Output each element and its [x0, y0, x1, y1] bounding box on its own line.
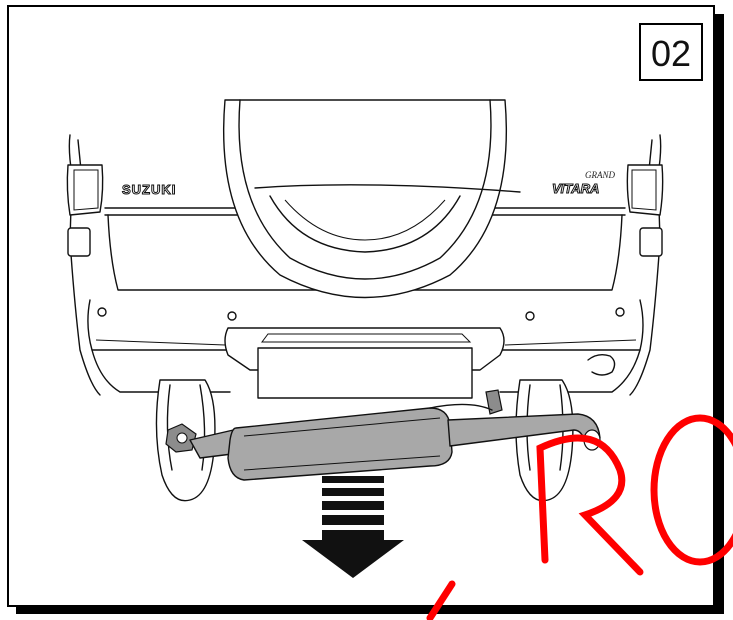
exhaust-muffler	[165, 389, 601, 481]
watermark	[426, 414, 733, 620]
down-arrow-icon	[302, 476, 404, 578]
step-number: 02	[651, 33, 691, 74]
model-badge-small: GRAND	[585, 170, 615, 180]
step-badge: 02	[639, 23, 703, 81]
model-badge-large: VITARA	[552, 181, 599, 196]
brand-badge: SUZUKI	[122, 182, 176, 197]
spare-wheel	[222, 99, 521, 299]
